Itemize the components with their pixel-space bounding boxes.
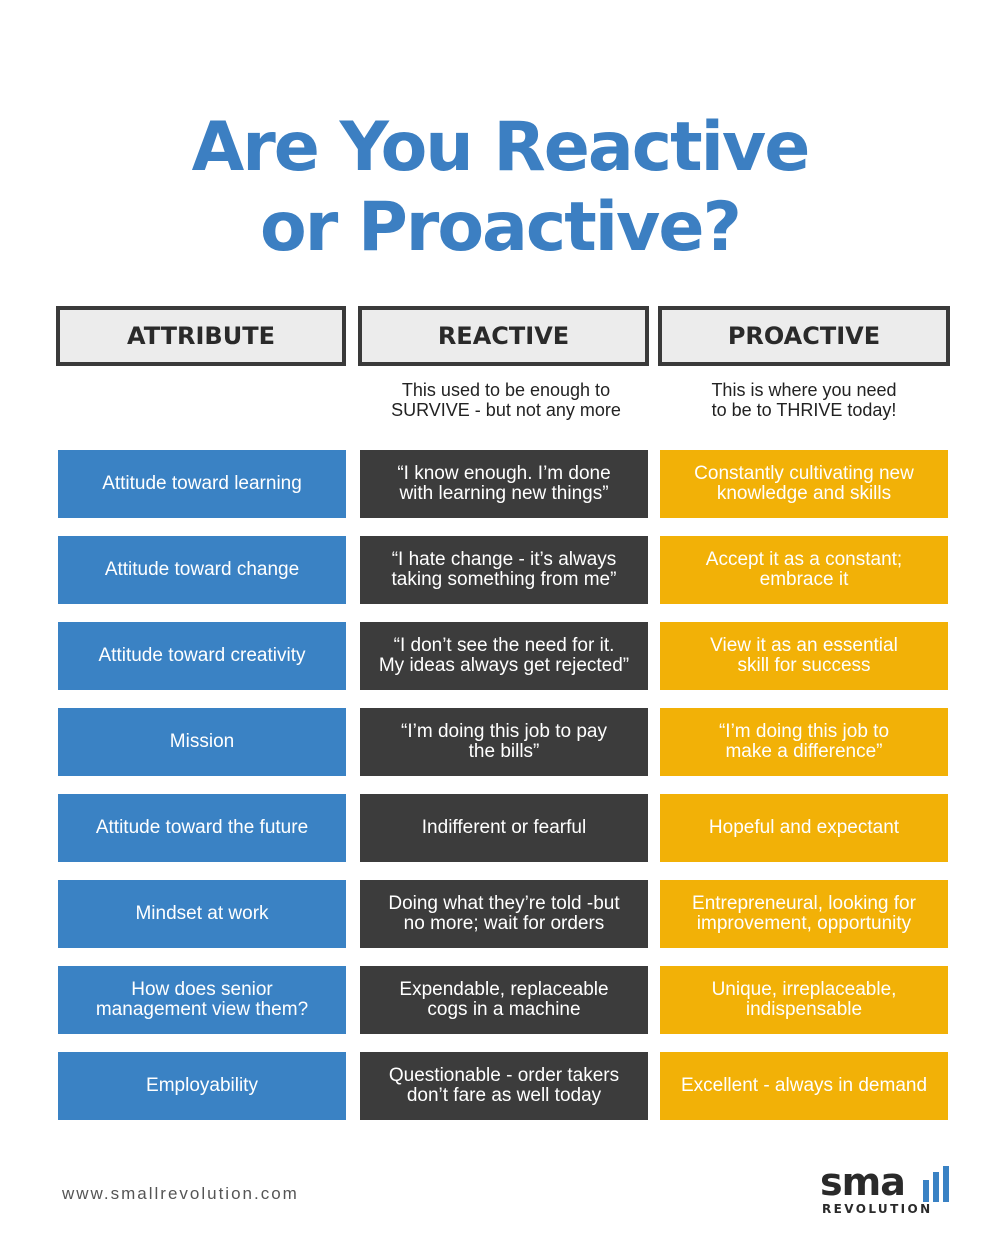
attribute-cell-text: management view them? xyxy=(95,999,309,1020)
title-line-2: or Proactive? xyxy=(260,188,742,267)
proactive-subtitle: This is where you need to be to THRIVE t… xyxy=(711,380,897,420)
attribute-cell: Attitude toward learning xyxy=(58,450,346,518)
reactive-cell-text: Questionable - order takers xyxy=(388,1065,620,1086)
proactive-cell: Unique, irreplaceable,indispensable xyxy=(660,966,948,1034)
attribute-cell-text: Employability xyxy=(146,1075,258,1096)
attribute-cell-text: Mission xyxy=(169,731,235,752)
attribute-cell-text: Attitude toward learning xyxy=(102,473,302,494)
attribute-cell: Mission xyxy=(58,708,346,776)
reactive-cell-text: Doing what they’re told -but xyxy=(388,893,620,914)
proactive-cell: Accept it as a constant;embrace it xyxy=(660,536,948,604)
attribute-cell: Attitude toward the future xyxy=(58,794,346,862)
reactive-cell-text: My ideas always get rejected” xyxy=(378,655,630,676)
proactive-cell-text: Unique, irreplaceable, xyxy=(711,979,897,1000)
proactive-cell-text: “I’m doing this job to xyxy=(718,721,890,742)
logo-bars-icon xyxy=(923,1166,949,1202)
proactive-cell-text: make a difference” xyxy=(725,741,883,762)
proactive-cell-text: embrace it xyxy=(759,569,849,590)
proactive-cell-text: improvement, opportunity xyxy=(696,913,912,934)
logo-word: sma xyxy=(820,1160,906,1204)
title-line-1: Are You Reactive xyxy=(191,108,811,187)
page-title: Are You Reactive or Proactive? xyxy=(0,108,1000,268)
proactive-cell-text: Excellent - always in demand xyxy=(680,1075,928,1096)
proactive-cell-text: Constantly cultivating new xyxy=(694,463,914,484)
header-reactive: REACTIVE xyxy=(358,306,649,366)
reactive-subtitle: This used to be enough to SURVIVE - but … xyxy=(391,380,621,420)
reactive-cell: Indifferent or fearful xyxy=(360,794,648,862)
attribute-cell-text: Attitude toward the future xyxy=(95,817,309,838)
proactive-cell-text: Entrepreneural, looking for xyxy=(692,893,916,914)
reactive-cell-text: no more; wait for orders xyxy=(403,913,605,934)
footer-url[interactable]: www.smallrevolution.com xyxy=(62,1184,299,1203)
attribute-cell-text: How does senior xyxy=(131,979,273,1000)
attribute-cell: Mindset at work xyxy=(58,880,346,948)
reactive-cell-text: “I’m doing this job to pay xyxy=(401,721,607,742)
attribute-cell: Attitude toward change xyxy=(58,536,346,604)
reactive-cell-text: cogs in a machine xyxy=(427,999,581,1020)
reactive-cell-text: the bills” xyxy=(468,741,540,762)
attribute-cell: Employability xyxy=(58,1052,346,1120)
proactive-cell-text: Hopeful and expectant xyxy=(708,817,900,838)
reactive-cell-text: with learning new things” xyxy=(399,483,609,504)
small-revolution-logo: sma REVOLUTION xyxy=(820,1160,950,1220)
header-proactive: PROACTIVE xyxy=(658,306,950,366)
attribute-cell-text: Mindset at work xyxy=(135,903,269,924)
attribute-cell-text: Attitude toward change xyxy=(104,559,300,580)
proactive-cell-text: knowledge and skills xyxy=(716,483,892,504)
logo-subtitle: REVOLUTION xyxy=(822,1202,933,1216)
proactive-cell: Excellent - always in demand xyxy=(660,1052,948,1120)
proactive-cell-text: skill for success xyxy=(737,655,871,676)
reactive-cell-text: don’t fare as well today xyxy=(406,1085,602,1106)
attribute-cell-text: Attitude toward creativity xyxy=(98,645,306,666)
reactive-cell-text: “I hate change - it’s always xyxy=(391,549,617,570)
proactive-cell-text: indispensable xyxy=(745,999,863,1020)
reactive-cell: “I don’t see the need for it.My ideas al… xyxy=(360,622,648,690)
proactive-cell-text: Accept it as a constant; xyxy=(705,549,903,570)
reactive-cell-text: “I know enough. I’m done xyxy=(397,463,611,484)
reactive-cell-text: Expendable, replaceable xyxy=(399,979,609,1000)
header-attribute: ATTRIBUTE xyxy=(56,306,346,366)
reactive-cell-text: “I don’t see the need for it. xyxy=(393,635,615,656)
attribute-cell: Attitude toward creativity xyxy=(58,622,346,690)
reactive-cell-text: taking something from me” xyxy=(391,569,617,590)
reactive-cell-text: Indifferent or fearful xyxy=(421,817,587,838)
proactive-cell: Hopeful and expectant xyxy=(660,794,948,862)
proactive-cell-text: View it as an essential xyxy=(710,635,898,656)
